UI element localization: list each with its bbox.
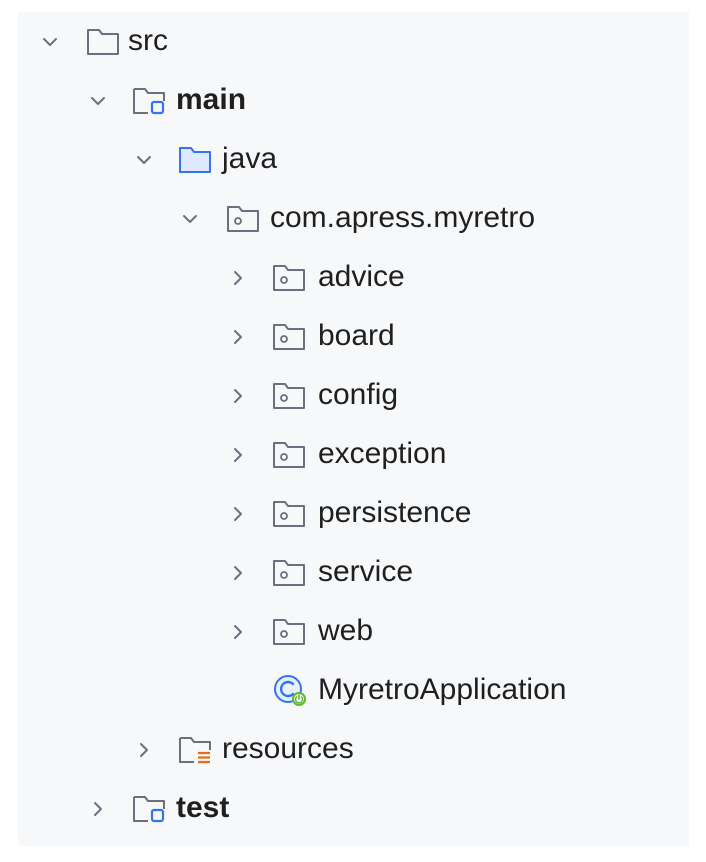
tree-node-label: config [318,378,399,411]
tree-node-resources[interactable]: resources [18,720,689,778]
tree-node-main[interactable]: main [18,71,689,129]
tree-node-label: advice [318,260,405,293]
tree-node-label: java [222,142,278,175]
tree-node-label: test [176,791,230,824]
chevron-right-icon[interactable] [228,268,248,288]
tree-node-label: board [318,319,395,352]
package-icon [273,324,305,350]
tree-node-label: exception [318,437,447,470]
tree-node-advice[interactable]: advice [18,248,689,306]
tree-node-board[interactable]: board [18,307,689,365]
chevron-right-icon[interactable] [228,386,248,406]
chevron-right-icon[interactable] [228,504,248,524]
tree-node-config[interactable]: config [18,366,689,424]
tree-node-myretro-application[interactable]: MyretroApplication [18,661,689,719]
folder-icon [87,29,119,55]
chevron-down-icon[interactable] [88,91,108,111]
chevron-right-icon[interactable] [228,445,248,465]
chevron-down-icon[interactable] [180,209,200,229]
package-icon [273,442,305,468]
chevron-right-icon[interactable] [228,327,248,347]
tree-node-package-root[interactable]: com.apress.myretro [18,189,689,247]
tree-node-src[interactable]: src [18,12,689,70]
tree-node-label: main [176,83,247,116]
sources-folder-icon [179,147,211,173]
tree-node-exception[interactable]: exception [18,425,689,483]
tree-node-web[interactable]: web [18,602,689,660]
tree-node-service[interactable]: service [18,543,689,601]
resources-folder-icon [179,737,211,764]
tree-node-label: service [318,555,414,588]
tree-node-label: src [128,24,168,57]
tree-node-label: web [318,614,374,647]
tree-node-test[interactable]: test [18,779,689,837]
source-root-folder-icon [133,796,165,823]
source-root-folder-icon [133,88,165,115]
chevron-right-icon[interactable] [228,622,248,642]
chevron-right-icon[interactable] [88,799,108,819]
package-icon [273,619,305,645]
chevron-right-icon[interactable] [228,563,248,583]
chevron-right-icon[interactable] [134,740,154,760]
package-icon [273,501,305,527]
tree-node-label: MyretroApplication [318,673,567,706]
project-tree: src main java com.apress.myretro [18,12,689,846]
tree-node-java[interactable]: java [18,130,689,188]
package-icon [273,383,305,409]
tree-node-label: resources [222,732,354,765]
tree-node-label: persistence [318,496,472,529]
tree-node-label: com.apress.myretro [270,201,536,234]
package-icon [273,265,305,291]
package-icon [273,560,305,586]
chevron-down-icon[interactable] [134,150,154,170]
package-icon [227,206,259,232]
chevron-down-icon[interactable] [40,32,60,52]
spring-boot-class-icon [274,675,306,706]
tree-node-persistence[interactable]: persistence [18,484,689,542]
